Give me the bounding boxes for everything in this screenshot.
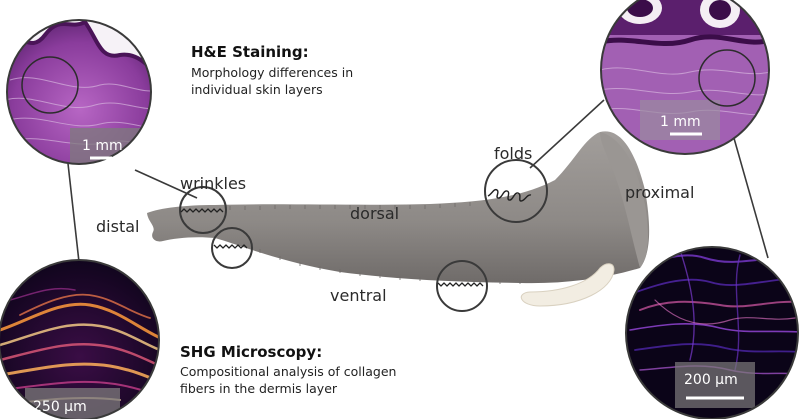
shg-micrograph-right: 200 µm — [625, 246, 799, 419]
zoom-circle-ventral — [436, 260, 488, 312]
he-micrograph-right: 1 mm — [600, 0, 770, 155]
tusk — [520, 263, 615, 307]
shg-panel-desc-line2: fibers in the dermis layer — [180, 381, 338, 396]
he-right-inset-circle — [698, 49, 756, 107]
trunk-body — [147, 131, 650, 284]
line-he-right-to-folds — [529, 99, 605, 169]
elephant-trunk — [147, 131, 650, 307]
he-panel-title: H&E Staining: — [191, 43, 309, 61]
label-proximal: proximal — [625, 183, 694, 202]
label-dorsal: dorsal — [350, 204, 399, 223]
zoom-circle-folds — [484, 159, 548, 223]
label-folds: folds — [494, 144, 532, 163]
label-distal: distal — [96, 217, 139, 236]
he-micrograph-left: 1 mm — [6, 19, 152, 165]
he-panel-desc-line2: individual skin layers — [191, 82, 323, 97]
shg-micrograph-left: 250 µm — [0, 259, 160, 419]
shg-panel-desc-line1: Compositional analysis of collagen — [180, 364, 396, 379]
zoom-circle-distal-ventral — [211, 227, 253, 269]
he-panel-desc-line1: Morphology differences in — [191, 65, 353, 80]
he-left-inset-circle — [21, 56, 79, 114]
trunk-ridges — [229, 202, 521, 284]
zoom-circle-wrinkles — [179, 186, 227, 234]
shg-panel-title: SHG Microscopy: — [180, 343, 322, 361]
scale-label-shg-right: 200 µm — [684, 372, 738, 388]
label-wrinkles: wrinkles — [180, 174, 246, 193]
label-ventral: ventral — [330, 286, 387, 305]
scale-label-he-right: 1 mm — [660, 114, 701, 130]
scale-label-he-left: 1 mm — [82, 138, 123, 154]
ear-edge — [600, 132, 648, 268]
scale-label-shg-left: 250 µm — [33, 399, 87, 415]
